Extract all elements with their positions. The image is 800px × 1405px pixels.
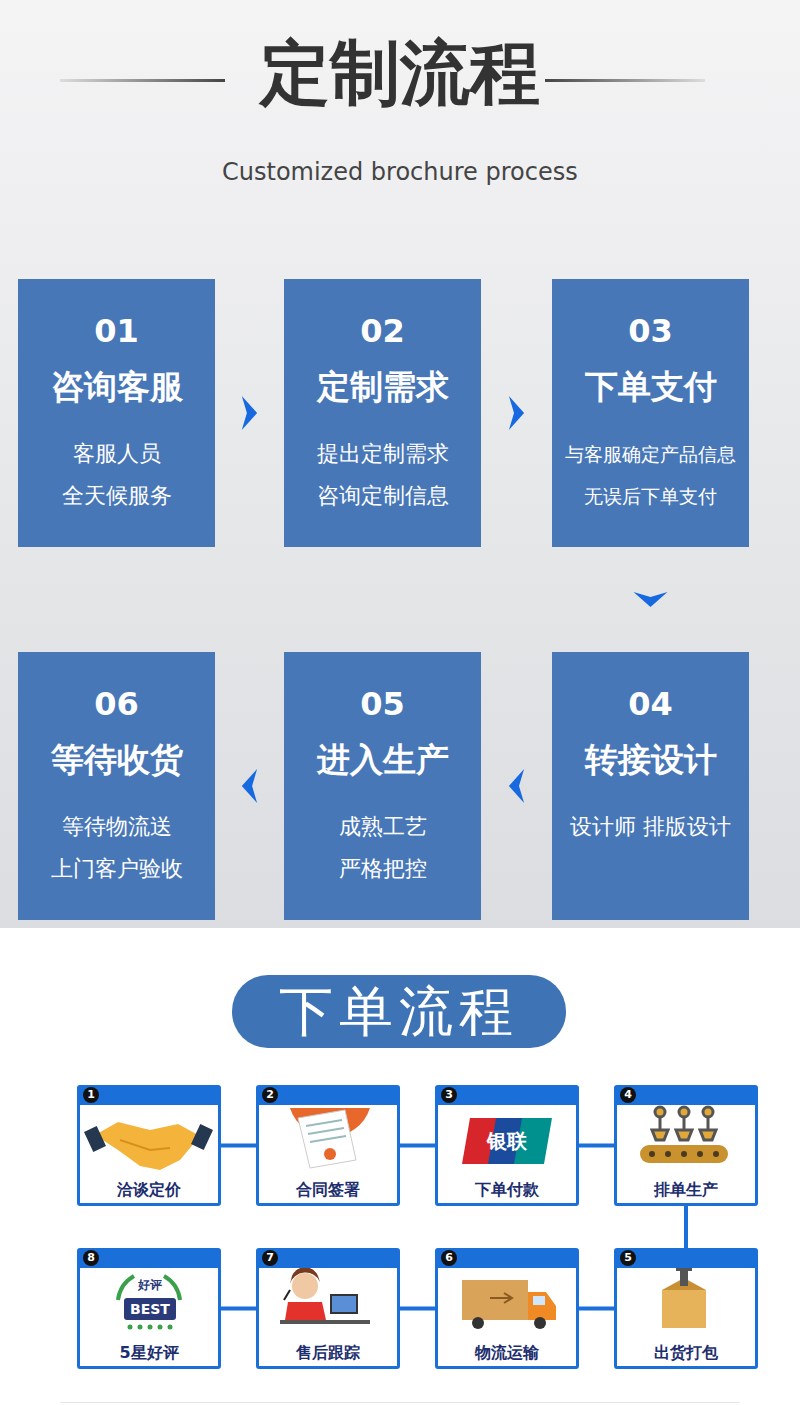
step-heading: 进入生产 xyxy=(317,738,449,782)
connector-line xyxy=(400,1308,435,1309)
callout-number: 4 xyxy=(620,1087,636,1103)
process-box: 01 咨询客服客服人员 全天候服务 xyxy=(18,279,215,547)
step-number: 04 xyxy=(628,684,673,724)
step-card: 4 排单生产 xyxy=(614,1085,758,1206)
flow-arrow xyxy=(634,592,668,607)
step-label: 5星好评 xyxy=(80,1343,218,1363)
callout-number: 8 xyxy=(83,1250,99,1266)
truck-icon xyxy=(462,1280,556,1329)
step-description: 等待物流送 上门客户验收 xyxy=(26,806,207,890)
flow-arrow xyxy=(242,396,257,430)
connector-line xyxy=(221,1145,256,1146)
step-description: 成熟工艺 严格把控 xyxy=(292,806,473,890)
step-card: 5 出货打包 xyxy=(614,1248,758,1369)
callout-number: 6 xyxy=(441,1250,457,1266)
process-box: 05 进入生产成熟工艺 严格把控 xyxy=(284,652,481,920)
step-number: 05 xyxy=(360,684,405,724)
step-label: 物流运输 xyxy=(438,1343,576,1363)
step-number: 01 xyxy=(94,311,139,351)
callout-number: 3 xyxy=(441,1087,457,1103)
logo-text: 银联 xyxy=(487,1129,527,1153)
step-heading: 下单支付 xyxy=(585,365,717,409)
package-icon xyxy=(662,1266,706,1328)
conveyor-icon xyxy=(640,1107,728,1163)
callout-number: 5 xyxy=(620,1250,636,1266)
callout-number: 1 xyxy=(83,1087,99,1103)
connector-line xyxy=(400,1145,435,1146)
badge-icon xyxy=(118,1276,180,1330)
step-label: 下单付款 xyxy=(438,1180,576,1200)
section-heading-pill: 下单流程 xyxy=(232,975,566,1048)
step-label: 出货打包 xyxy=(617,1343,755,1363)
connector-line xyxy=(579,1308,614,1309)
step-description: 提出定制需求 咨询定制信息 xyxy=(292,433,473,517)
service-agent-icon xyxy=(280,1267,370,1324)
connector-line xyxy=(579,1145,614,1146)
bottom-rule xyxy=(60,1402,740,1403)
step-label: 洽谈定价 xyxy=(80,1180,218,1200)
flow-arrow xyxy=(242,769,257,803)
flow-arrow xyxy=(509,396,524,430)
step-number: 06 xyxy=(94,684,139,724)
title-rule xyxy=(60,79,225,82)
step-heading: 定制需求 xyxy=(317,365,449,409)
handshake-icon xyxy=(84,1122,213,1170)
callout-number: 2 xyxy=(262,1087,278,1103)
step-heading: 等待收货 xyxy=(51,738,183,782)
process-box: 03 下单支付与客服确定产品信息 无误后下单支付 xyxy=(552,279,749,547)
badge-text: 好评 xyxy=(138,1277,162,1293)
step-card: 7 售后跟踪 xyxy=(256,1248,400,1369)
step-number: 03 xyxy=(628,311,673,351)
step-label: 售后跟踪 xyxy=(259,1343,397,1363)
step-card: 1 洽谈定价 xyxy=(77,1085,221,1206)
step-description: 客服人员 全天候服务 xyxy=(26,433,207,517)
step-card: 2 合同签署 xyxy=(256,1085,400,1206)
process-box: 02 定制需求提出定制需求 咨询定制信息 xyxy=(284,279,481,547)
process-box: 04 转接设计设计师 排版设计 xyxy=(552,652,749,920)
badge-text: BEST xyxy=(130,1300,170,1318)
unionpay-icon xyxy=(462,1118,552,1164)
step-label: 合同签署 xyxy=(259,1180,397,1200)
flow-arrow xyxy=(509,769,524,803)
connector-line xyxy=(221,1308,256,1309)
process-box: 06 等待收货等待物流送 上门客户验收 xyxy=(18,652,215,920)
step-heading: 咨询客服 xyxy=(51,365,183,409)
callout-number: 7 xyxy=(262,1250,278,1266)
page-title: 定制流程 xyxy=(0,28,800,118)
step-description: 设计师 排版设计 xyxy=(570,806,731,848)
contract-icon xyxy=(290,1108,370,1168)
step-heading: 转接设计 xyxy=(585,738,717,782)
step-card: 6 物流运输 xyxy=(435,1248,579,1369)
step-number: 02 xyxy=(360,311,405,351)
step-description: 与客服确定产品信息 无误后下单支付 xyxy=(560,433,741,517)
step-label: 排单生产 xyxy=(617,1180,755,1200)
section-heading: 下单流程 xyxy=(279,982,519,1042)
connector-line xyxy=(686,1206,687,1248)
subtitle: Customized brochure process xyxy=(222,158,578,186)
title-rule xyxy=(545,79,705,82)
